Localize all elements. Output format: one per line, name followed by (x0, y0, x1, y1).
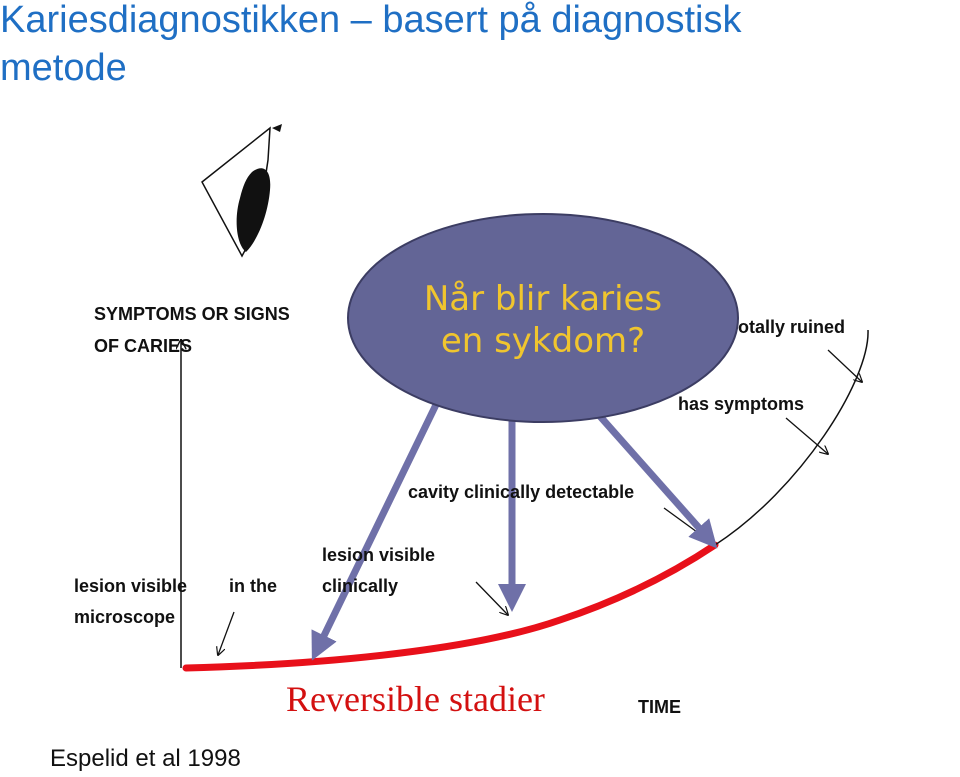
bubble-arrow-3 (579, 393, 718, 549)
pointer-symptoms (785, 417, 828, 454)
stage-label-microscope-line-3: microscope (74, 607, 176, 627)
stage-label-clinical-line-2: clinically (322, 576, 399, 596)
black-progression-curve (714, 329, 869, 546)
bubble-question-line-1: Når blir karies (423, 279, 663, 319)
stage-label-ruined: otally ruined (738, 317, 846, 337)
stage-label-clinical-line-1: lesion visible (322, 545, 436, 565)
y-axis-label-line-1: SYMPTOMS OR SIGNS (94, 304, 290, 324)
x-axis-label: TIME (638, 697, 681, 717)
bubble-arrow-1 (311, 378, 452, 661)
stage-label-cavity: cavity clinically detectable (408, 482, 635, 502)
pointer-ruined (827, 349, 862, 382)
pointer-clinical (475, 581, 508, 615)
stage-label-microscope-line-2: in the (229, 576, 277, 596)
y-axis-label-line-2: OF CARIES (94, 336, 193, 356)
question-bubble (347, 213, 739, 423)
bubble-question-line-2: en sykdom? (440, 321, 646, 361)
citation: Espelid et al 1998 (50, 745, 241, 772)
slide-title-line-1: Kariesdiagnostikken – basert på diagnost… (0, 0, 742, 41)
slide-title: Kariesdiagnostikken – basert på diagnost… (0, 0, 960, 92)
stage-label-symptoms: has symptoms (678, 394, 805, 414)
bubble-question: Når blir karies en sykdom? (398, 278, 688, 362)
tooth-drawing (201, 124, 282, 258)
pointer-microscope (218, 611, 235, 655)
slide-title-line-2: metode (0, 47, 127, 89)
reversible-stages-label: Reversible stadier (286, 679, 545, 719)
red-progression-curve (182, 541, 719, 672)
stage-label-microscope-line-1: lesion visible (74, 576, 188, 596)
